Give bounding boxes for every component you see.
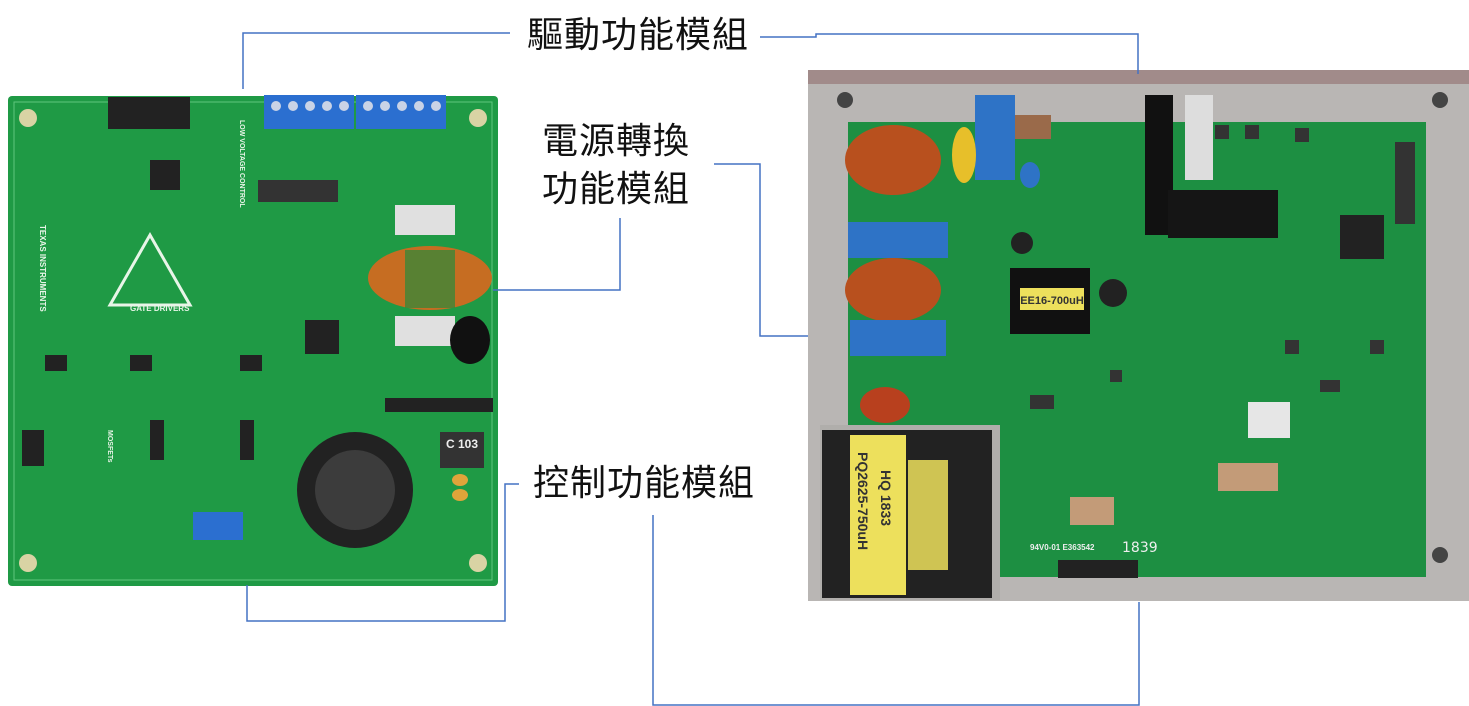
drive-connector-right [760, 33, 1139, 74]
pcb-date-code: 1839 [1122, 540, 1158, 556]
power-module-label-line2: 功能模組 [542, 169, 691, 210]
inductor-mark: C 103 [446, 437, 478, 451]
connector-lines [242, 32, 1140, 706]
pq2625-lot: HQ 1833 [878, 470, 894, 526]
left-pcb-photo: C 103 TEXAS INSTRUMENTS GATE DRIVERS LOW… [8, 95, 498, 586]
power-module-label-line1: 電源轉換 [542, 121, 691, 162]
terminal-block [264, 95, 354, 129]
inductor-c103 [440, 432, 484, 468]
power-connector-left [493, 218, 621, 291]
ti-logo-text: TEXAS INSTRUMENTS [38, 225, 47, 312]
control-connector-left [246, 483, 519, 622]
mosfet-silk: MOSFETs [106, 430, 113, 463]
ee16-transformer-label: EE16-700uH [1020, 295, 1084, 307]
drive-connector-left [242, 32, 510, 89]
pq2625-transformer: PQ2625-750uH HQ 1833 [822, 430, 992, 598]
pcb-lot-code: 94V0-01 E363542 [1030, 543, 1095, 552]
terminal-block [356, 95, 446, 129]
power-connector-right [714, 163, 808, 337]
control-module-label: 控制功能模組 [533, 463, 756, 504]
right-pcb-photo: EE16-700uH PQ2625-750uH HQ 1833 94V0-01 … [808, 70, 1469, 601]
drive-module-label: 驅動功能模組 [527, 15, 750, 56]
pq2625-label: PQ2625-750uH [855, 452, 871, 550]
lv-control-silk: LOW VOLTAGE CONTROL [238, 120, 245, 208]
ee16-label-bg [1020, 288, 1084, 310]
gate-drivers-silk: GATE DRIVERS [130, 304, 190, 313]
control-connector-right [652, 515, 1140, 706]
